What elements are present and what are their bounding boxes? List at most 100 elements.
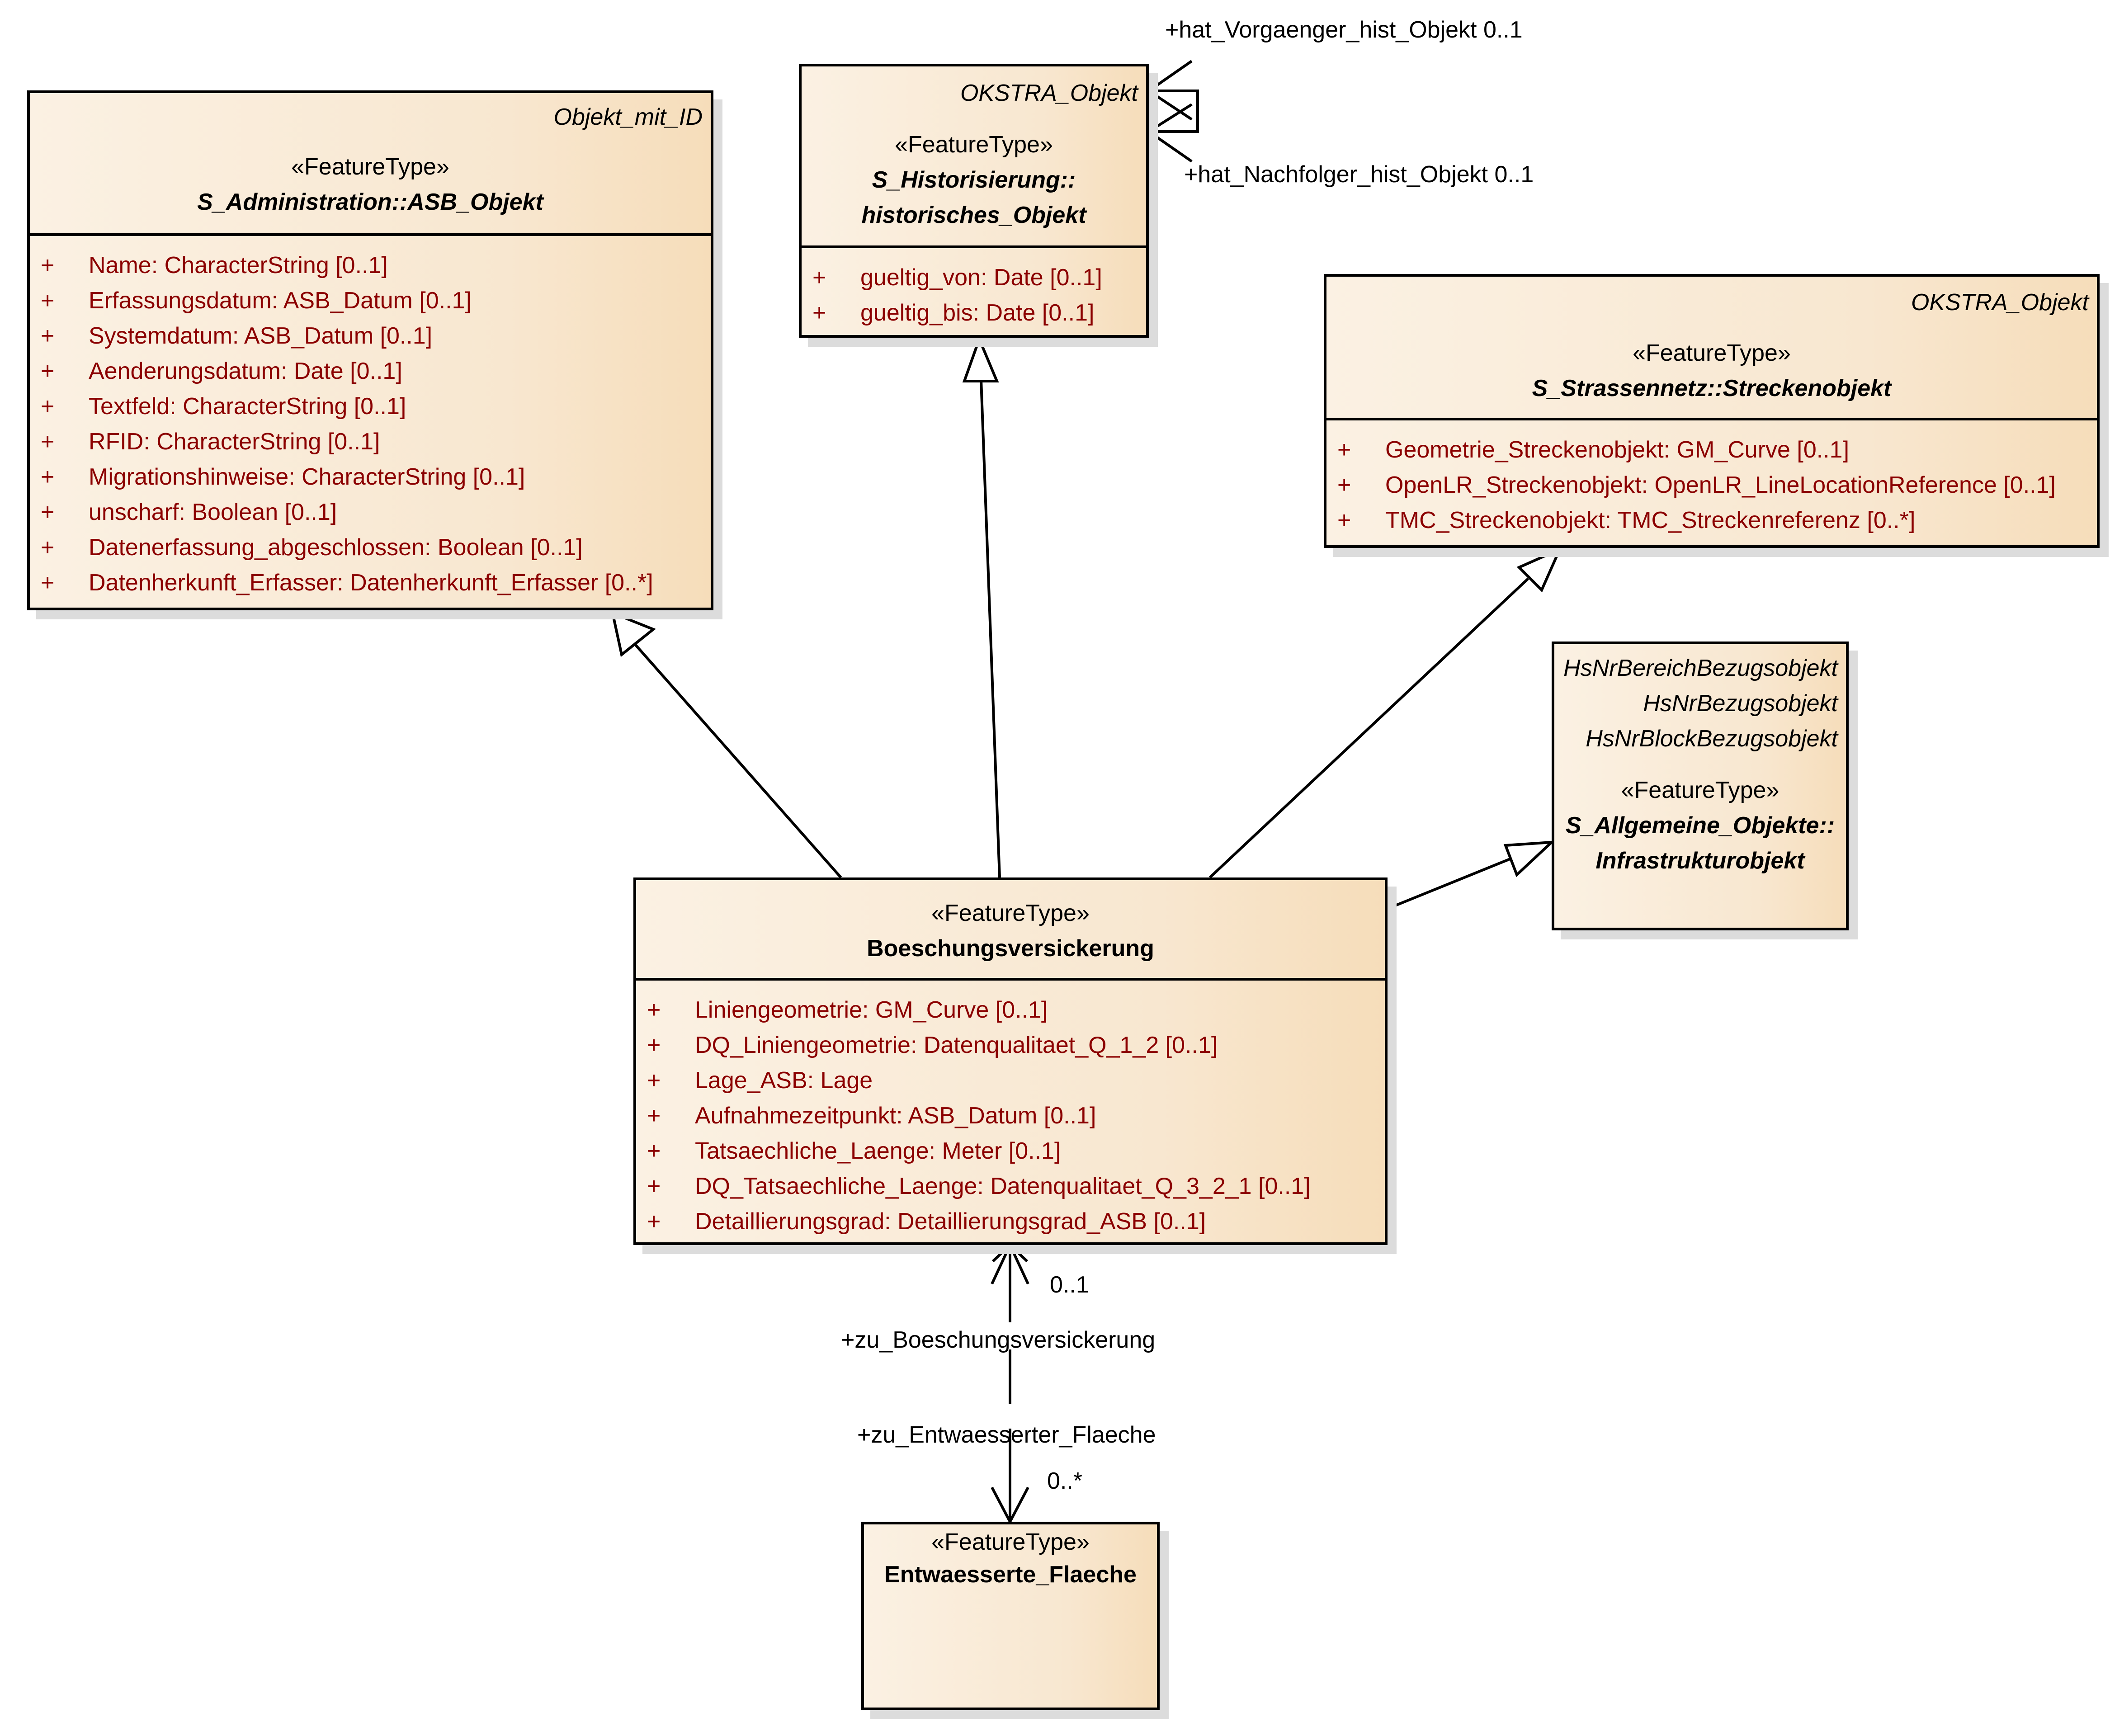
- class-infrastrukturobjekt[interactable]: HsNrBereichBezugsobjekt HsNrBezugsobjekt…: [1552, 642, 1849, 930]
- attribute-row[interactable]: + TMC_Streckenobjekt: TMC_Streckenreferen…: [1326, 503, 2097, 538]
- attribute-text: Name: CharacterString [0..1]: [89, 252, 388, 278]
- visibility-marker: +: [41, 534, 55, 561]
- visibility-marker: +: [647, 1067, 661, 1094]
- attribute-row[interactable]: +Detaillierungsgrad: Detaillierungsgrad_…: [636, 1204, 1385, 1239]
- visibility-marker: +: [647, 1173, 661, 1199]
- attribute-row[interactable]: +Datenherkunft_Erfasser: Datenherkunft_E…: [30, 565, 711, 600]
- visibility-marker: +: [41, 288, 55, 314]
- attribute-text: unscharf: Boolean [0..1]: [89, 499, 337, 525]
- attribute-row[interactable]: + Textfeld: CharacterString [0..1]: [30, 389, 711, 424]
- visibility-marker: +: [41, 393, 55, 420]
- attribute-row[interactable]: + Migrationshinweise: CharacterString [0.…: [30, 459, 711, 495]
- stereotype-label: «FeatureType»: [931, 1529, 1090, 1555]
- attribute-list: +Liniengeometrie: GM_Curve [0..1] +DQ_Li…: [636, 981, 1385, 1239]
- multiplicity-source: 0..1: [1050, 1272, 1089, 1298]
- class-streckenobjekt[interactable]: OKSTRA_Objekt «FeatureType» S_Strassenne…: [1324, 274, 2100, 548]
- attribute-row[interactable]: + Erfassungsdatum: ASB_Datum [0..1]: [30, 283, 711, 318]
- visibility-marker: +: [41, 323, 55, 349]
- attribute-row[interactable]: +Aenderungsdatum: Date [0..1]: [30, 354, 711, 389]
- class-name: Boeschungsversickerung: [867, 935, 1154, 962]
- attribute-text: DQ_Liniengeometrie: Datenqualitaet_Q_1_2…: [695, 1032, 1218, 1058]
- class-name-package: S_Allgemeine_Objekte::: [1565, 812, 1835, 839]
- role-label-source: +zu_Boeschungsversickerung: [841, 1327, 1156, 1353]
- class-name: Entwaesserte_Flaeche: [884, 1561, 1137, 1588]
- role-label-nachfolger: +hat_Nachfolger_hist_Objekt 0..1: [1184, 161, 1534, 188]
- visibility-marker: +: [647, 1032, 661, 1058]
- attribute-row[interactable]: + unscharf: Boolean [0..1]: [30, 495, 711, 530]
- attribute-row[interactable]: +Systemdatum: ASB_Datum [0..1]: [30, 318, 711, 354]
- class-name-package: S_Historisierung::: [872, 167, 1076, 193]
- attribute-row[interactable]: + Geometrie_Streckenobjekt: GM_Curve [0..…: [1326, 432, 2097, 467]
- visibility-marker: +: [812, 264, 826, 291]
- tagged-value: Objekt_mit_ID: [553, 104, 703, 130]
- class-entwaesserte-flaeche[interactable]: «FeatureType» Entwaesserte_Flaeche: [861, 1522, 1160, 1710]
- visibility-marker: +: [41, 358, 55, 384]
- generalization-asb-line[interactable]: [632, 641, 842, 878]
- visibility-marker: +: [41, 252, 55, 278]
- attribute-row[interactable]: + DQ_Liniengeometrie: Datenqualitaet_Q_1_…: [636, 1028, 1385, 1063]
- class-header: HsNrBereichBezugsobjekt HsNrBezugsobjekt…: [1554, 644, 1846, 915]
- association-arrow-up-head: [991, 1241, 1029, 1285]
- visibility-marker: +: [41, 499, 55, 525]
- stereotype-label: «FeatureType»: [895, 132, 1053, 158]
- attribute-text: Migrationshinweise: CharacterString [0..…: [89, 464, 525, 490]
- generalization-infra-line[interactable]: [1387, 858, 1511, 910]
- self-association-arrow-top: [1146, 60, 1193, 121]
- attribute-row[interactable]: +OpenLR_Streckenobjekt: OpenLR_LineLocat…: [1326, 467, 2097, 503]
- class-historisches-objekt[interactable]: OKSTRA_Objekt «FeatureType» S_Historisie…: [799, 64, 1149, 338]
- tagged-value: HsNrBlockBezugsobjekt: [1586, 726, 1838, 752]
- attribute-list: + Geometrie_Streckenobjekt: GM_Curve [0..…: [1326, 420, 2097, 538]
- visibility-marker: +: [647, 1103, 661, 1129]
- stereotype-label: «FeatureType»: [1633, 340, 1791, 366]
- generalization-hist-arrowhead: [962, 335, 999, 382]
- attribute-text: Geometrie_Streckenobjekt: GM_Curve [0..1…: [1385, 437, 1850, 463]
- attribute-row[interactable]: + gueltig_von: Date [0..1]: [802, 260, 1146, 295]
- attribute-row[interactable]: + Datenerfassung_abgeschlossen: Boolean […: [30, 530, 711, 565]
- stereotype-label: «FeatureType»: [1621, 777, 1779, 803]
- self-association-arrow-bottom: [1146, 103, 1193, 163]
- attribute-row[interactable]: +Liniengeometrie: GM_Curve [0..1]: [636, 992, 1385, 1028]
- class-header: OKSTRA_Objekt «FeatureType» S_Historisie…: [802, 66, 1146, 248]
- class-asb-objekt[interactable]: Objekt_mit_ID «FeatureType» S_Administra…: [27, 90, 713, 610]
- tagged-value: HsNrBezugsobjekt: [1643, 690, 1838, 717]
- attribute-row[interactable]: +gueltig_bis: Date [0..1]: [802, 295, 1146, 330]
- class-header: OKSTRA_Objekt «FeatureType» S_Strassenne…: [1326, 277, 2097, 420]
- attribute-row[interactable]: +Lage_ASB: Lage: [636, 1063, 1385, 1098]
- attribute-row[interactable]: + DQ_Tatsaechliche_Laenge: Datenqualitaet…: [636, 1169, 1385, 1204]
- attribute-text: Aufnahmezeitpunkt: ASB_Datum [0..1]: [695, 1103, 1096, 1129]
- visibility-marker: +: [647, 1208, 661, 1235]
- attribute-row[interactable]: + Aufnahmezeitpunkt: ASB_Datum [0..1]: [636, 1098, 1385, 1133]
- visibility-marker: +: [1337, 437, 1351, 463]
- visibility-marker: +: [1337, 472, 1351, 498]
- visibility-marker: +: [812, 300, 826, 326]
- generalization-strecke-line[interactable]: [1208, 577, 1529, 879]
- attribute-text: Erfassungsdatum: ASB_Datum [0..1]: [89, 288, 472, 314]
- visibility-marker: +: [41, 570, 55, 596]
- role-label-vorgaenger: +hat_Vorgaenger_hist_Objekt 0..1: [1165, 17, 1523, 43]
- attribute-row[interactable]: +Tatsaechliche_Laenge: Meter [0..1]: [636, 1133, 1385, 1169]
- attribute-list: + gueltig_von: Date [0..1] +gueltig_bis: …: [802, 248, 1146, 330]
- generalization-strecke-arrowhead: [1516, 547, 1562, 593]
- self-association-line[interactable]: [1149, 90, 1199, 133]
- attribute-row[interactable]: + Name: CharacterString [0..1]: [30, 248, 711, 283]
- class-boeschungsversickerung[interactable]: «FeatureType» Boeschungsversickerung +Li…: [633, 877, 1388, 1245]
- attribute-row[interactable]: +RFID: CharacterString [0..1]: [30, 424, 711, 459]
- visibility-marker: +: [1337, 507, 1351, 533]
- generalization-asb-arrowhead: [610, 611, 656, 657]
- generalization-hist-line[interactable]: [980, 379, 1001, 878]
- class-name: S_Administration::ASB_Objekt: [197, 189, 543, 215]
- class-header: Objekt_mit_ID «FeatureType» S_Administra…: [30, 93, 711, 236]
- attribute-text: Liniengeometrie: GM_Curve [0..1]: [695, 997, 1048, 1023]
- attribute-text: Textfeld: CharacterString [0..1]: [89, 393, 406, 420]
- class-name: historisches_Objekt: [861, 202, 1086, 228]
- attribute-text: RFID: CharacterString [0..1]: [89, 429, 380, 455]
- tagged-value: HsNrBereichBezugsobjekt: [1563, 655, 1838, 681]
- attribute-text: Tatsaechliche_Laenge: Meter [0..1]: [695, 1138, 1061, 1164]
- attribute-text: gueltig_von: Date [0..1]: [860, 264, 1102, 291]
- attribute-text: TMC_Streckenobjekt: TMC_Streckenreferenz…: [1385, 507, 1916, 533]
- attribute-text: Datenerfassung_abgeschlossen: Boolean [0…: [89, 534, 583, 561]
- visibility-marker: +: [41, 464, 55, 490]
- stereotype-label: «FeatureType»: [931, 900, 1090, 926]
- attribute-text: DQ_Tatsaechliche_Laenge: Datenqualitaet_…: [695, 1173, 1311, 1199]
